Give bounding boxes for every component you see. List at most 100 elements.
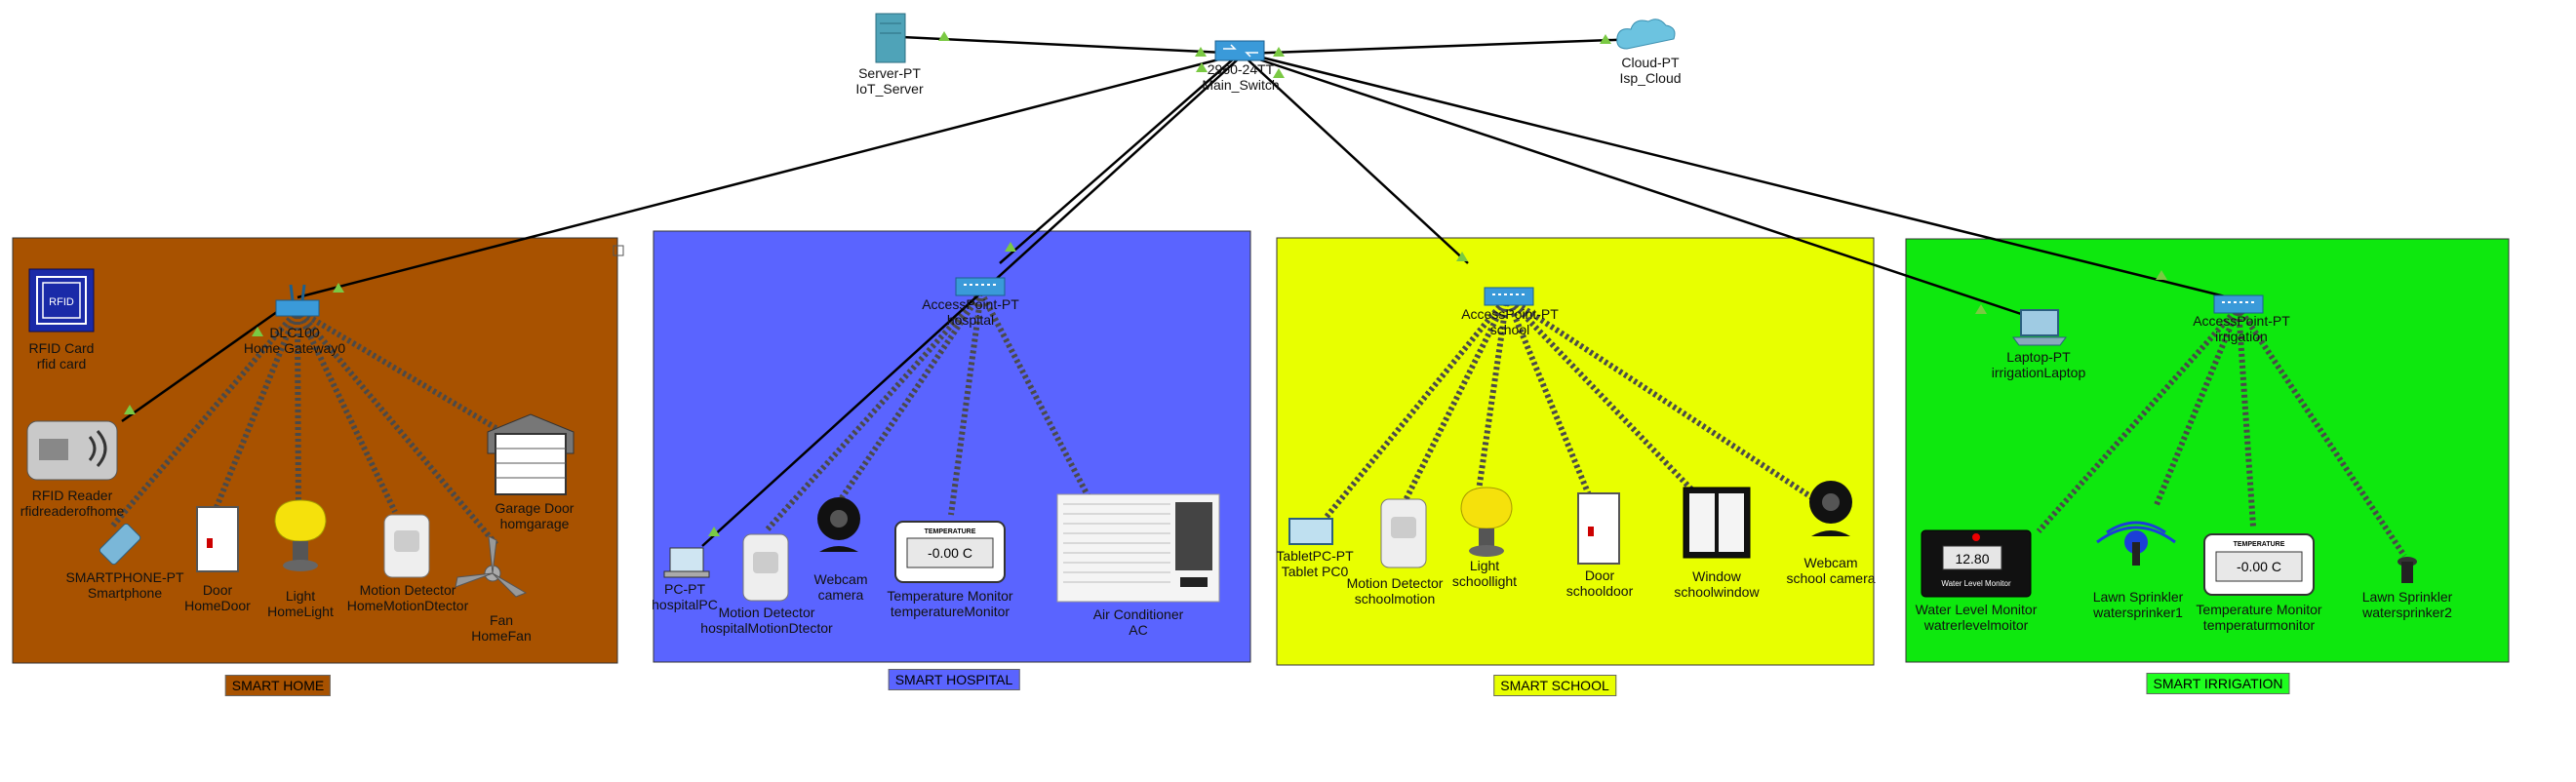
home-door-icon[interactable] — [196, 506, 239, 572]
school-ap-name: school — [1489, 322, 1530, 337]
home-door-type: Door — [202, 582, 233, 598]
air-conditioner-icon[interactable] — [1056, 493, 1220, 603]
zone-title-school[interactable]: SMART SCHOOL — [1493, 675, 1616, 696]
hospital-webcam-icon[interactable] — [817, 497, 860, 552]
school-window-type: Window — [1692, 568, 1741, 584]
hospital-motion-type: Motion Detector — [718, 605, 815, 620]
garage-name: homgarage — [499, 516, 570, 531]
switch-icon[interactable] — [1214, 40, 1265, 61]
irrigation-temperature-monitor-icon[interactable] — [2203, 533, 2315, 596]
school-light-icon[interactable] — [1460, 487, 1513, 557]
cloud-icon[interactable] — [1616, 19, 1676, 50]
hospital-ap-name: hospital — [946, 312, 995, 328]
wireless-links — [109, 290, 2407, 558]
hospital-temp-name: temperatureMonitor — [890, 604, 1011, 619]
irrigation-temp-header: TEMPERATURE — [2234, 541, 2285, 548]
smartphone-name: Smartphone — [87, 585, 163, 601]
home-fan-name: HomeFan — [471, 628, 532, 644]
water-level-name: watrerlevelmoitor — [1923, 617, 2029, 633]
hospital-temperature-monitor-icon[interactable] — [894, 521, 1006, 583]
rfid-reader-type: RFID Reader — [31, 488, 113, 503]
hospital-motion-detector-icon[interactable] — [742, 533, 789, 602]
hospital-motion-name: hospitalMotionDtector — [700, 620, 833, 636]
hospital-pc-type: PC-PT — [663, 581, 705, 597]
garage-type: Garage Door — [495, 500, 575, 516]
port-indicators — [124, 31, 2167, 536]
school-ap-type: AccessPoint-PT — [1461, 306, 1559, 322]
school-light-name: schoollight — [1451, 573, 1518, 589]
switch-name: Main_Switch — [1202, 77, 1280, 93]
home-motion-name: HomeMotionDtector — [346, 598, 469, 613]
sprinkler2-type: Lawn Sprinkler — [2361, 589, 2453, 605]
school-motion-detector-icon[interactable] — [1380, 498, 1427, 568]
school-window-icon[interactable] — [1683, 487, 1751, 559]
cloud-type: Cloud-PT — [1621, 55, 1680, 70]
hospital-webcam-name: camera — [817, 587, 864, 603]
zone-smart-school[interactable] — [1276, 237, 1875, 666]
hospital-ap-icon[interactable] — [955, 277, 1006, 296]
hospital-ap-type: AccessPoint-PT — [922, 296, 1019, 312]
irrigation-ap-type: AccessPoint-PT — [2193, 313, 2290, 329]
lawn-sprinkler-1-icon[interactable] — [2096, 521, 2176, 566]
smartphone-type: SMARTPHONE-PT — [65, 569, 184, 585]
resize-handle[interactable] — [613, 245, 624, 256]
school-tablet-type: TabletPC-PT — [1276, 548, 1354, 564]
sprinkler1-name: watersprinker1 — [2093, 605, 2183, 620]
school-motion-type: Motion Detector — [1346, 575, 1444, 591]
switch-type: 2960-24TT — [1207, 61, 1275, 77]
home-fan-icon[interactable] — [455, 535, 528, 598]
school-webcam-icon[interactable] — [1809, 481, 1852, 536]
smartphone-icon[interactable] — [99, 523, 141, 566]
server-name: IoT_Server — [855, 81, 924, 97]
school-door-icon[interactable] — [1577, 492, 1620, 565]
server-icon[interactable] — [875, 13, 906, 63]
school-tablet-name: Tablet PC0 — [1281, 564, 1349, 579]
school-tablet-icon[interactable] — [1288, 518, 1333, 545]
zone-title-irrigation[interactable]: SMART IRRIGATION — [2146, 673, 2290, 694]
water-level-type: Water Level Monitor — [1915, 602, 2038, 617]
home-light-icon[interactable] — [274, 499, 327, 571]
rfid-reader-icon[interactable] — [26, 420, 118, 481]
irrigation-temp-value: -0.00 C — [2237, 559, 2281, 574]
server-type: Server-PT — [858, 65, 921, 81]
zone-title-hospital[interactable]: SMART HOSPITAL — [888, 669, 1020, 690]
sprinkler2-name: watersprinker2 — [2362, 605, 2452, 620]
home-motion-detector-icon[interactable] — [383, 514, 430, 578]
hospital-pc-icon[interactable] — [663, 547, 710, 578]
irrigation-ap-icon[interactable] — [2213, 294, 2264, 314]
laptop-type: Laptop-PT — [2006, 349, 2071, 365]
ac-type: Air Conditioner — [1092, 606, 1184, 622]
school-door-type: Door — [1584, 567, 1615, 583]
school-ap-icon[interactable] — [1484, 287, 1534, 306]
home-gateway-icon[interactable] — [275, 284, 320, 317]
irrigation-laptop-icon[interactable] — [2012, 309, 2067, 346]
zone-title-home[interactable]: SMART HOME — [224, 675, 332, 696]
garage-door-icon[interactable] — [487, 413, 575, 495]
water-level-monitor-icon[interactable] — [1921, 529, 2032, 598]
lawn-sprinkler-2-icon[interactable] — [2398, 557, 2417, 583]
hospital-webcam-type: Webcam — [813, 571, 868, 587]
rfid-card-icon[interactable]: RFID — [28, 268, 95, 332]
hospital-temp-type: Temperature Monitor — [887, 588, 1013, 604]
cloud-name: Isp_Cloud — [1619, 70, 1682, 86]
